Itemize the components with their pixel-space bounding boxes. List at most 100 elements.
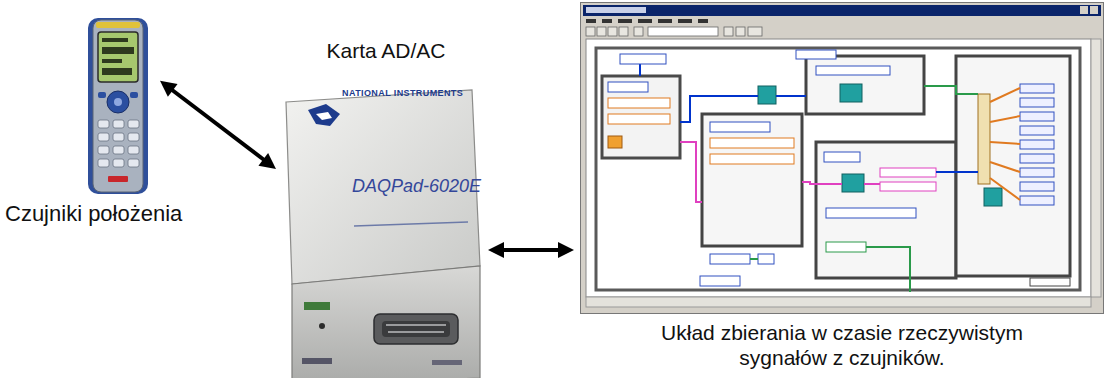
daq-box-illustration	[282, 88, 482, 378]
wires-part	[990, 178, 1020, 200]
indicator-stack	[1020, 84, 1054, 205]
arrow-shaft	[171, 89, 265, 160]
front-label	[302, 358, 332, 364]
card-area: NATIONAL INSTRUMENTSDAQPad-6020E	[270, 88, 502, 378]
keypad-part	[113, 133, 124, 141]
control	[608, 82, 648, 92]
control	[880, 182, 936, 191]
double-arrow	[160, 81, 276, 169]
ni-logo	[308, 104, 340, 126]
loop-frame	[596, 48, 1080, 290]
wires-part	[990, 116, 1020, 122]
terminal	[608, 136, 622, 148]
arrow-head	[258, 153, 276, 169]
control	[1030, 278, 1070, 286]
indicator-stack-part	[1020, 112, 1054, 121]
control	[700, 276, 740, 286]
connector-pins-part	[388, 331, 444, 333]
indicator-stack-part	[1020, 140, 1054, 149]
wires-part	[802, 182, 842, 184]
case-frame	[806, 56, 924, 114]
control	[824, 152, 860, 162]
toolbar-part	[724, 27, 733, 36]
diagram-canvas	[586, 39, 1091, 297]
front-logo	[304, 302, 330, 310]
vi-icon	[758, 86, 776, 104]
wires	[640, 62, 1020, 292]
toolbar-part	[634, 27, 643, 36]
keypad-part	[98, 133, 109, 141]
node-text: NATIONAL INSTRUMENTS	[342, 88, 463, 99]
control	[796, 50, 836, 59]
sensor-stripe	[96, 22, 140, 28]
bundle-node	[978, 94, 990, 184]
front-label	[432, 360, 462, 365]
keypad-part	[113, 159, 124, 167]
indicator-stack-part	[1020, 196, 1054, 205]
wires-part	[990, 142, 1020, 144]
screen-line	[102, 68, 132, 75]
control	[816, 66, 890, 75]
control	[710, 254, 750, 264]
sensor-illustration	[84, 16, 154, 201]
menu-bar-part	[698, 19, 708, 23]
screen-line	[102, 47, 134, 54]
toolbar	[586, 27, 762, 36]
control	[710, 154, 794, 164]
sensor-body	[93, 20, 143, 192]
window-frame	[581, 3, 1104, 314]
toolbar-part	[597, 27, 606, 36]
control	[880, 168, 936, 177]
wires-part	[864, 183, 880, 185]
wires-part	[990, 88, 1020, 102]
case-frame	[816, 142, 956, 278]
indicator-stack-part	[1020, 168, 1054, 177]
wires-part	[936, 171, 978, 173]
screen-line	[102, 38, 128, 42]
menu-bar-part	[658, 19, 672, 23]
connector-pins	[386, 324, 446, 333]
wires-part	[750, 258, 758, 260]
keypad-part	[98, 159, 109, 167]
menu-bar-part	[586, 19, 596, 23]
node-label: Układ zbierania w czasie rzeczywistym sy…	[622, 320, 1062, 370]
wires-part	[776, 95, 806, 97]
key	[98, 92, 106, 98]
scrollbar	[1091, 39, 1101, 297]
main-button	[107, 91, 129, 113]
keypad-part	[128, 146, 139, 154]
control	[758, 254, 774, 264]
connector	[374, 314, 458, 344]
window-button	[1090, 6, 1098, 14]
vi-icon	[840, 84, 862, 102]
arrow-head	[160, 81, 178, 97]
vi-icon	[984, 188, 1002, 206]
title-bar	[583, 5, 1101, 16]
toolbar-part	[619, 27, 628, 36]
double-arrow	[488, 242, 574, 258]
keypad-part	[113, 146, 124, 154]
labview-screenshot	[580, 2, 1104, 314]
case-frame	[702, 114, 802, 246]
indicator-stack-part	[1020, 84, 1054, 93]
node-label: Czujniki położenia	[5, 201, 182, 227]
box-front	[292, 266, 480, 378]
vi-icon	[842, 174, 864, 192]
wires-part	[680, 96, 758, 122]
indicator-stack-part	[1020, 126, 1054, 135]
software-node: Układ zbierania w czasie rzeczywistym sy…	[580, 2, 1104, 376]
toolbar-part	[608, 27, 617, 36]
wires-part	[924, 86, 978, 94]
keypad-part	[128, 159, 139, 167]
connector-pins-part	[386, 324, 446, 326]
control	[710, 122, 770, 132]
menu-bar-part	[618, 19, 632, 23]
keypad-part	[98, 120, 109, 128]
indicator-stack-part	[1020, 98, 1054, 107]
keypad-part	[98, 146, 109, 154]
wires-part	[990, 162, 1020, 172]
wires-part	[680, 142, 702, 202]
indicator-stack-part	[1020, 182, 1054, 191]
sensor-node: Czujniki położenia	[2, 10, 217, 236]
menu-bar	[586, 19, 708, 23]
